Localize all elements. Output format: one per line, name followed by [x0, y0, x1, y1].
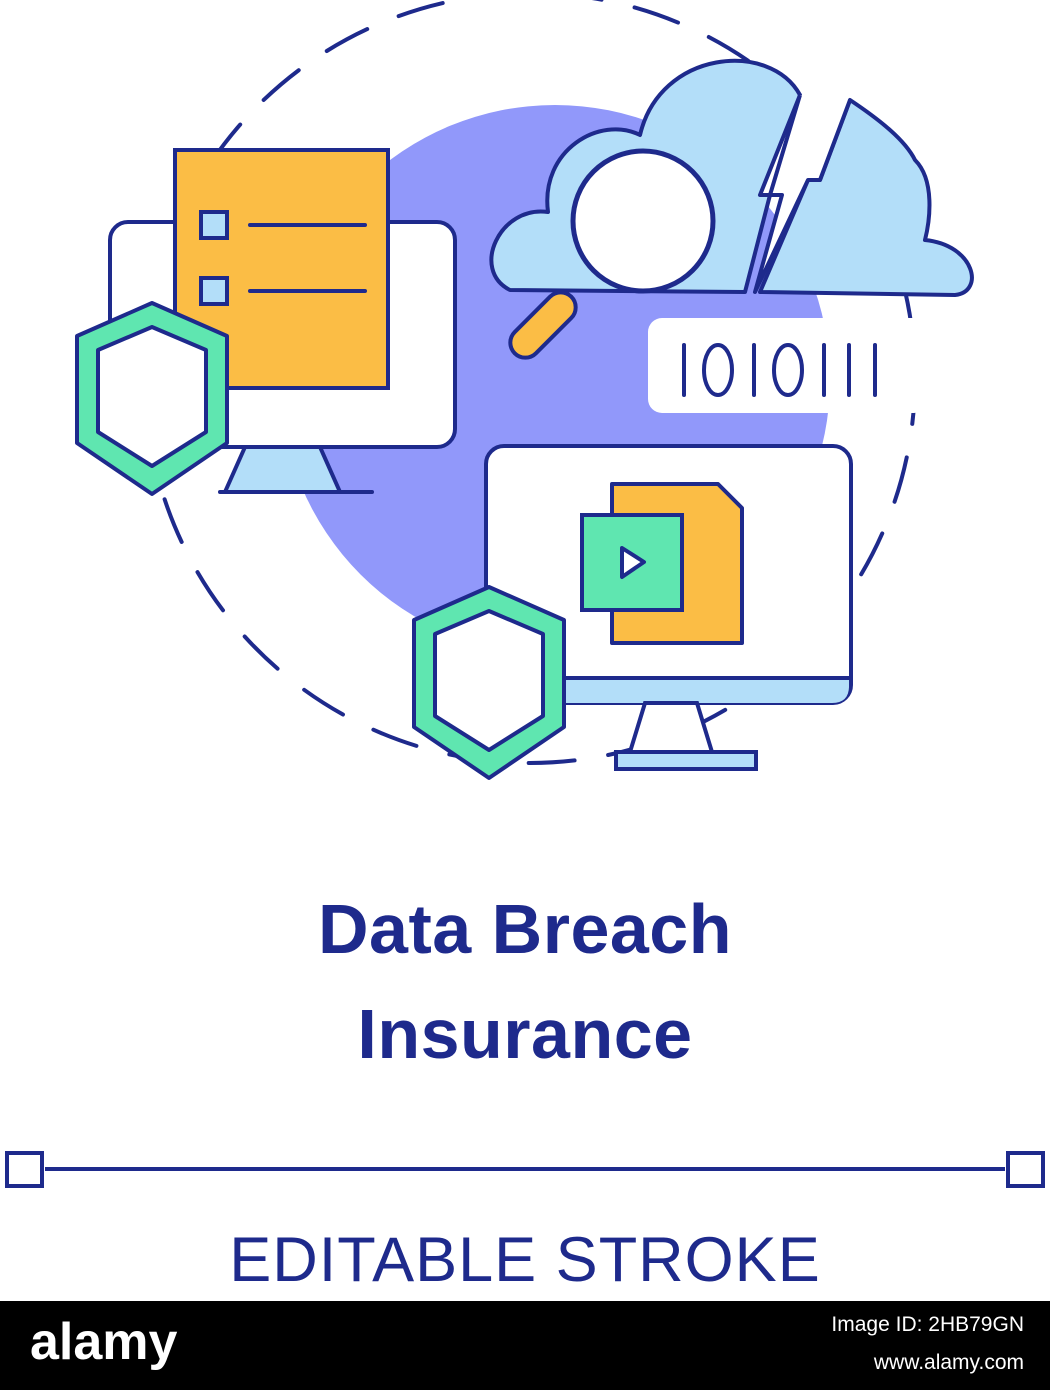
shield-icon-right: [412, 585, 566, 780]
alamy-logo: alamy: [30, 1313, 178, 1371]
image-id-label: Image ID: 2HB79GN: [831, 1313, 1024, 1336]
site-url: www.alamy.com: [873, 1351, 1024, 1374]
stroke-rule: [5, 1151, 1045, 1188]
title-line-2: Insurance: [357, 995, 693, 1073]
data-breach-illustration: [75, 0, 974, 780]
rule-handle-left: [5, 1151, 44, 1188]
cloud-icon: [489, 58, 974, 297]
footer-bar: alamy Image ID: 2HB79GN www.alamy.com: [0, 1301, 1050, 1390]
binary-card: [648, 318, 928, 413]
video-file-icon: [580, 482, 744, 645]
lightning-icon: [753, 94, 852, 294]
title-line-1: Data Breach: [317, 890, 732, 968]
rule-handle-right: [1006, 1151, 1045, 1188]
magnifier-icon: [508, 148, 716, 360]
shield-icon-left: [75, 301, 229, 496]
editable-stroke-caption: EDITABLE STROKE: [229, 1225, 821, 1295]
